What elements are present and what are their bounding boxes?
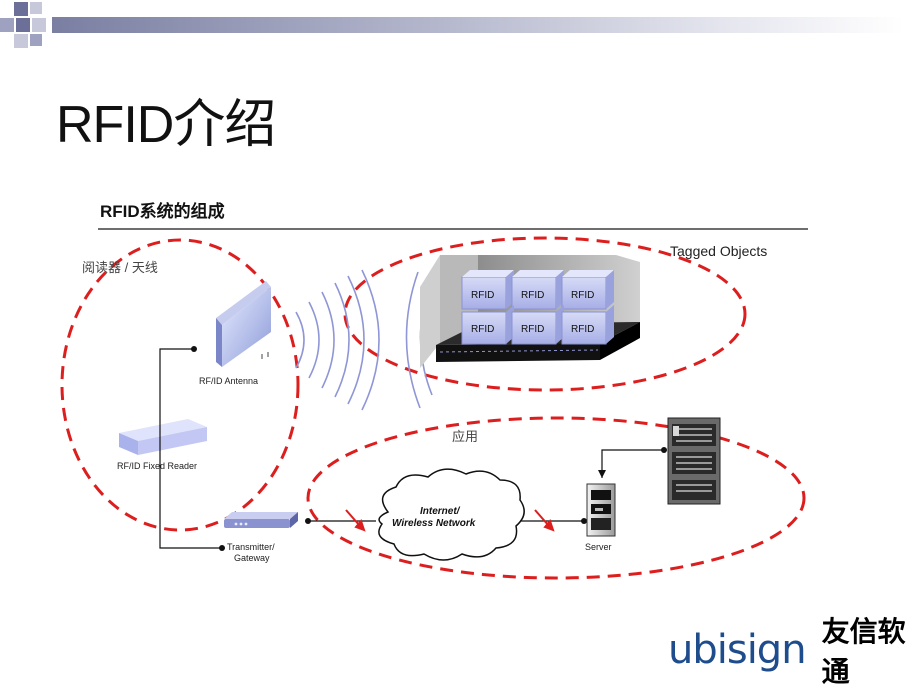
header-gradient-bar — [52, 17, 904, 33]
transmitter-gateway-icon — [224, 512, 298, 528]
brand-logo-chinese: 友信软通 — [821, 615, 906, 688]
rfid-tag-label: RFID — [471, 290, 494, 301]
red-signal-arrow-icon — [345, 509, 366, 532]
group-label-application: 应用 — [452, 429, 478, 444]
rfid-tag-box — [561, 270, 614, 310]
rfid-tag-box — [561, 305, 614, 345]
deco-square — [16, 18, 30, 32]
rfid-tag-label: RFID — [521, 290, 544, 301]
group-label-tagged: Tagged Objects — [670, 243, 767, 259]
rfid-tag-label: RFID — [521, 324, 544, 335]
transmitter-label-line1: Transmitter/ — [227, 542, 275, 552]
connector-dot — [305, 518, 311, 524]
reader-label: RF/ID Fixed Reader — [117, 461, 197, 471]
antenna-icon — [216, 281, 271, 367]
network-label-line2: Wireless Network — [392, 518, 476, 529]
transmitter-label-line2: Gateway — [234, 553, 270, 563]
deco-square — [0, 18, 14, 32]
rfid-tag-box — [461, 305, 514, 345]
application-group-ellipse — [306, 416, 806, 580]
server-storage-connector — [601, 449, 664, 478]
diagram-heading: RFID系统的组成 — [100, 201, 225, 221]
arrow-head-icon — [598, 470, 606, 478]
connector-dot — [219, 545, 225, 551]
deco-square — [14, 34, 28, 48]
deco-square — [32, 18, 46, 32]
deco-square — [14, 2, 28, 16]
tagged-group-ellipse — [343, 236, 747, 392]
reader-group-ellipse — [60, 238, 300, 532]
server-label: Server — [585, 542, 612, 552]
rfid-tag-label: RFID — [571, 324, 594, 335]
fixed-reader-icon — [119, 419, 207, 455]
red-signal-arrow-icon — [534, 509, 555, 532]
storage-rack-icon — [667, 417, 721, 505]
connector-dot — [581, 518, 587, 524]
deco-square — [30, 34, 42, 46]
brand-logo: ubisign 友信软通 — [668, 615, 920, 688]
group-label-reader: 阅读器 / 天线 — [82, 260, 158, 275]
connector-dot — [191, 346, 197, 352]
deco-square — [30, 2, 42, 14]
antenna-label: RF/ID Antenna — [199, 376, 258, 386]
network-label-line1: Internet/ — [420, 506, 461, 517]
slide-title: RFID介绍 — [56, 96, 276, 154]
rfid-tag-box — [511, 270, 564, 310]
reader-connector-lines — [159, 348, 222, 549]
connector-dot — [661, 447, 667, 453]
server-icon — [586, 483, 616, 537]
rfid-tag-label: RFID — [571, 290, 594, 301]
rfid-tag-label: RFID — [471, 324, 494, 335]
brand-logo-ubisign: ubisign — [668, 627, 807, 673]
radio-waves-icon — [295, 269, 433, 411]
network-cloud-icon — [378, 468, 525, 561]
